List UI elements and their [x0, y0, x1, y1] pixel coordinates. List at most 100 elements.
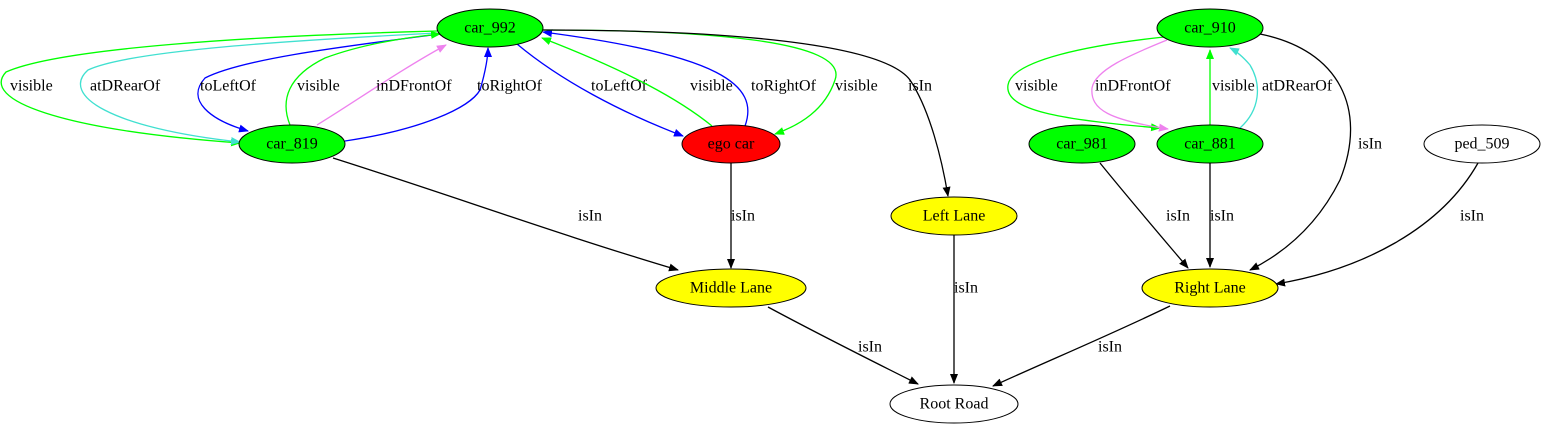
edge-label: visible [1015, 78, 1058, 95]
edge-line [541, 37, 713, 127]
edge-car_881-car_910-16: atDRearOf [1229, 47, 1333, 129]
edge-label: inDFrontOf [376, 78, 452, 95]
edge-ego_car-car_992-8: toRightOf [542, 29, 817, 127]
edge-car_819-car_992-3: visible [285, 30, 441, 126]
edge-car_819-car_992-5: toRightOf [344, 47, 543, 142]
edge-label: isIn [1210, 208, 1234, 225]
edge-line [1275, 162, 1479, 287]
edge-label: isIn [1098, 339, 1122, 356]
node-shape [1156, 124, 1264, 164]
node-root_road: Root Road [889, 384, 1019, 424]
edge-line [1249, 33, 1352, 271]
edge-line [344, 47, 492, 142]
node-label: Right Lane [1174, 280, 1246, 297]
edge-line [285, 30, 441, 126]
edge-ego_car-middle_lane-12: isIn [727, 163, 755, 269]
edge-label: inDFrontOf [1095, 78, 1171, 95]
edge-line [1007, 36, 1165, 132]
edge-line [1091, 39, 1169, 132]
node-car_819: car_819 [238, 124, 346, 164]
node-shape [1423, 124, 1541, 164]
node-label: ego car [708, 136, 755, 153]
edge-label: isIn [1166, 208, 1190, 225]
edge-layer: visible atDRearOf toLeftOf visible inDFrontO… [0, 29, 1484, 387]
edge-label: isIn [731, 208, 755, 225]
node-layer: car_992 car_819 ego car car_910 car_981 car_8… [238, 8, 1541, 424]
node-car_992: car_992 [436, 8, 544, 48]
node-shape [890, 196, 1018, 236]
node-label: ped_509 [1454, 136, 1509, 153]
edge-line [542, 29, 749, 127]
node-label: Middle Lane [690, 280, 772, 297]
edge-car_992-ego_car-6: toLeftOf [516, 43, 684, 137]
node-car_981: car_981 [1028, 124, 1136, 164]
edge-line [1099, 162, 1189, 269]
edge-middle_lane-root_road-22: isIn [767, 306, 919, 385]
edge-line [1229, 47, 1259, 129]
edge-label: isIn [858, 339, 882, 356]
edge-line [79, 32, 438, 146]
edge-line [332, 157, 679, 272]
edge-label: toLeftOf [591, 78, 648, 95]
edge-label: isIn [578, 208, 602, 225]
edge-line [992, 305, 1171, 387]
node-label: car_819 [266, 136, 318, 153]
node-shape [681, 124, 781, 164]
edge-label: visible [690, 78, 733, 95]
node-label: car_881 [1184, 136, 1236, 153]
node-shape [889, 384, 1019, 424]
node-left_lane: Left Lane [890, 196, 1018, 236]
edge-label: toRightOf [477, 78, 543, 95]
edge-label: toLeftOf [200, 78, 257, 95]
node-right_lane: Right Lane [1141, 268, 1279, 308]
edge-label: isIn [1460, 208, 1484, 225]
edge-label: visible [297, 78, 340, 95]
edge-car_881-car_910-15: visible [1206, 49, 1255, 125]
edge-label: atDRearOf [90, 78, 161, 95]
edge-car_881-right_lane-19: isIn [1206, 163, 1234, 268]
node-shape [655, 268, 807, 308]
edge-car_992-car_819-0: visible [0, 30, 438, 147]
edge-line [542, 29, 951, 197]
node-shape [1156, 8, 1264, 48]
node-label: Left Lane [923, 208, 986, 225]
node-ped_509: ped_509 [1423, 124, 1541, 164]
edge-line [516, 43, 684, 137]
node-middle_lane: Middle Lane [655, 268, 807, 308]
node-ego_car: ego car [681, 124, 781, 164]
node-car_910: car_910 [1156, 8, 1264, 48]
node-shape [238, 124, 346, 164]
edge-label: visible [1212, 78, 1255, 95]
node-label: Root Road [920, 396, 989, 413]
edge-label: visible [10, 78, 53, 95]
edge-label: toRightOf [751, 78, 817, 95]
edge-car_910-car_881-14: inDFrontOf [1091, 39, 1171, 132]
node-label: car_992 [464, 20, 516, 37]
edge-car_819-middle_lane-11: isIn [332, 157, 679, 272]
edge-ped_509-right_lane-20: isIn [1275, 162, 1484, 287]
edge-car_992-car_819-2: toLeftOf [197, 33, 441, 133]
node-shape [1141, 268, 1279, 308]
edge-line [0, 30, 438, 147]
edge-car_910-car_881-13: visible [1007, 36, 1165, 132]
edge-label: isIn [954, 280, 978, 297]
edge-label: isIn [1358, 136, 1382, 153]
node-label: car_910 [1184, 20, 1236, 37]
edge-car_819-car_992-4: inDFrontOf [316, 44, 452, 126]
edge-right_lane-root_road-23: isIn [992, 305, 1171, 387]
edge-left_lane-root_road-21: isIn [950, 235, 978, 384]
edge-label: isIn [908, 78, 932, 95]
node-label: car_981 [1056, 136, 1108, 153]
node-car_881: car_881 [1156, 124, 1264, 164]
edge-line [767, 306, 919, 385]
edge-label: visible [835, 78, 878, 95]
node-shape [436, 8, 544, 48]
edge-car_992-left_lane-10: isIn [542, 29, 951, 197]
node-shape [1028, 124, 1136, 164]
edge-label: atDRearOf [1262, 78, 1333, 95]
edge-ego_car-car_992-7: visible [541, 37, 733, 127]
edge-line [316, 44, 447, 126]
edge-car_981-right_lane-18: isIn [1099, 162, 1190, 269]
edge-line [197, 33, 441, 133]
